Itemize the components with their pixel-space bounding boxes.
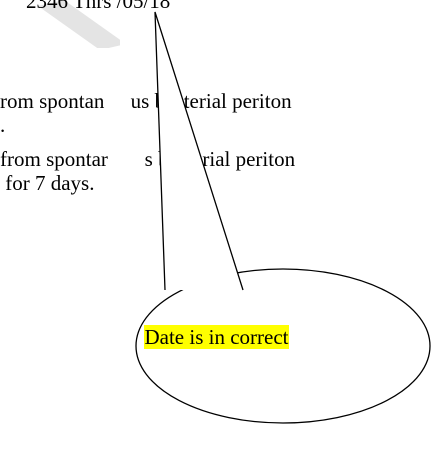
callout-label: Date is in correct xyxy=(0,324,433,350)
body-line-2: . xyxy=(0,113,6,137)
callout-highlight: Date is in correct xyxy=(144,325,289,349)
header-line-fragment: 2346 Thrs /05/18 xyxy=(26,0,171,13)
watermark-fragment xyxy=(38,0,120,48)
body-line-4: for 7 days. xyxy=(0,171,95,195)
